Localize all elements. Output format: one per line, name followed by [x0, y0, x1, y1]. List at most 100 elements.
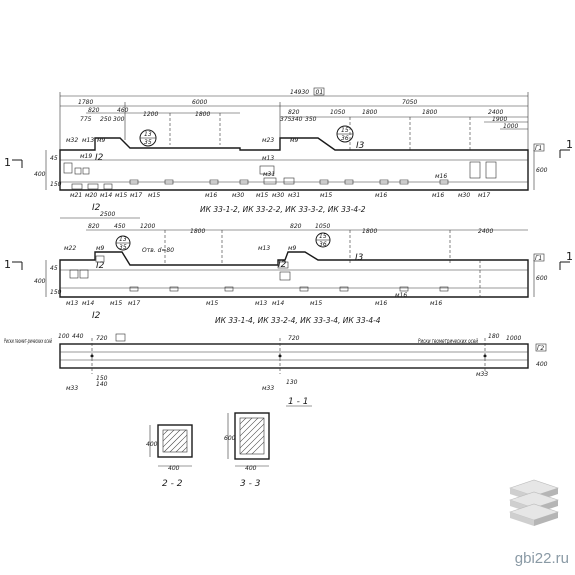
dim-375: 375 [280, 116, 292, 123]
mark-m31-b: м31 [263, 171, 275, 178]
plan-dim-1000: 1000 [506, 335, 521, 342]
b2-right-dim-600: 600 [536, 275, 548, 282]
plan-small-140: 140 [96, 381, 108, 388]
b2-section-mark-right: 1 [566, 250, 573, 263]
b2-dim-820: 820 [88, 223, 100, 230]
dim-820: 820 [88, 107, 100, 114]
mark-m15-a: м15 [115, 192, 127, 199]
b2-dim-1800: 1800 [190, 228, 205, 235]
label-i2-a: I2 [95, 153, 104, 163]
b2-left-dim-400: 400 [34, 278, 46, 285]
mark-m16-a: м16 [205, 192, 217, 199]
mark-m15-c: м15 [256, 192, 268, 199]
plan-mark-m33-c: м33 [476, 371, 488, 378]
plan-dim-180: 180 [488, 333, 500, 340]
mark-m13: м13 [82, 137, 94, 144]
mark-m31-a: м31 [288, 192, 300, 199]
plan-dim-100: 100 [58, 333, 70, 340]
b2-dim-450: 450 [114, 223, 126, 230]
dim-1780: 1780 [78, 99, 93, 106]
plan-small-130: 130 [286, 379, 298, 386]
mark-m17-a: м17 [130, 192, 142, 199]
b2-mark-m15-c: м15 [310, 300, 322, 307]
mark-m30-c: м30 [458, 192, 470, 199]
b2-label-i3-a: I3 [355, 253, 364, 263]
mark-m15-b: м15 [148, 192, 160, 199]
dim-7050: 7050 [402, 99, 417, 106]
b2-mark-m13: м13 [66, 300, 78, 307]
beam-2: 820 450 1200 1800 820 1050 1800 2400 I2 … [4, 223, 573, 325]
b2-mark-m9: м9 [96, 245, 105, 252]
b2-circle-b-bottom: 36 [319, 241, 327, 248]
b2-mark-m16-a: м16 [375, 300, 387, 307]
plan-1-1: Риски геомет-рических осей Риски геометр… [4, 333, 548, 407]
dim-1050: 1050 [330, 109, 345, 116]
stacked-slabs-icon [509, 479, 559, 526]
section-2-width: 400 [168, 465, 180, 472]
b2-mark-m14: м14 [82, 300, 94, 307]
b2-mark-m9-b: м9 [288, 245, 297, 252]
b2-mark-m23: м13 [258, 245, 270, 252]
plan-caption: 1 - 1 [288, 397, 308, 407]
beam-1: 14930 01 1780 6000 7050 820 775 460 250 … [4, 87, 573, 219]
b2-dim-1200: 1200 [140, 223, 155, 230]
plan-tag: Г2 [537, 345, 544, 352]
b2-mark-m16-c: м16 [395, 292, 407, 299]
plan-note-left-1: Риски геомет-рических осей [4, 338, 52, 345]
dim-1200: 1200 [143, 111, 158, 118]
plan-small-150: 150 [96, 375, 108, 382]
b2-dim-2400: 2400 [478, 228, 493, 235]
b2-note-hole: Отв. d=80 [142, 247, 174, 254]
section-3-height: 600 [224, 435, 236, 442]
mark-m14: м14 [100, 192, 112, 199]
dim-300: 300 [113, 116, 125, 123]
dim-340: 340 [291, 116, 303, 123]
mark-m16-b: м16 [375, 192, 387, 199]
plan-dim-400: 400 [536, 361, 548, 368]
plan-mark-m33-a: м33 [66, 385, 78, 392]
left-dim-400: 400 [34, 171, 46, 178]
dim-250: 250 [100, 116, 112, 123]
b2-mark-m14-b: м14 [272, 300, 284, 307]
b2-label-i2-a: I2 [96, 261, 105, 271]
overall-tag: 01 [316, 89, 324, 96]
dim-460: 460 [117, 107, 129, 114]
section-mark-left: 1 [4, 156, 11, 169]
b2-right-dim-tag: Г1 [535, 255, 542, 262]
dim-6000: 6000 [192, 99, 207, 106]
b2-mark-m15-b: м15 [206, 300, 218, 307]
section-3-width: 400 [245, 465, 257, 472]
b2-left-dim-150: 150 [50, 289, 62, 296]
b2-mark-m13-b: м13 [255, 300, 267, 307]
dim-1800-r2: 1800 [422, 109, 437, 116]
b2-mark-m15-a: м15 [110, 300, 122, 307]
dim-1900: 1900 [492, 116, 507, 123]
section-3-caption: 3 - 3 [240, 479, 261, 489]
mark-m16-d: м16 [435, 173, 447, 180]
b2-mark-m22: м22 [64, 245, 76, 252]
mark-m16-c: м16 [432, 192, 444, 199]
b2-dim-1800-r: 1800 [362, 228, 377, 235]
b2-left-dim-45: 45 [50, 265, 58, 272]
mark-m20: м20 [85, 192, 97, 199]
section-3-3: 600 400 3 - 3 [224, 412, 270, 489]
mark-m19: м19 [80, 153, 92, 160]
beam-1-caption: ИК 33-1-2, ИК 33-2-2, ИК 33-3-2, ИК 33-4… [200, 205, 366, 214]
dim-775: 775 [80, 116, 92, 123]
right-dim-tag: Г1 [535, 145, 542, 152]
mark-m21: м21 [70, 192, 82, 199]
beam-2-caption: ИК 33-1-4, ИК 33-2-4, ИК 33-3-4, ИК 33-4… [215, 316, 381, 325]
plan-mark-m33-b: м33 [262, 385, 274, 392]
b2-circle-b-top: 15 [319, 233, 327, 240]
dim-1800-r1: 1800 [362, 109, 377, 116]
dim-350: 350 [305, 116, 317, 123]
mark-m15-d: м15 [320, 192, 332, 199]
circle-a-bottom: 35 [144, 139, 152, 146]
b2-label-i2-c: I2 [278, 260, 287, 270]
b2-mark-m16-b: м16 [430, 300, 442, 307]
mark-m23: м23 [262, 137, 274, 144]
b2-mark-m17: м17 [128, 300, 140, 307]
watermark: gbi22.ru [514, 550, 569, 567]
b2-section-mark-left: 1 [4, 258, 11, 271]
left-dim-150: 150 [50, 181, 62, 188]
